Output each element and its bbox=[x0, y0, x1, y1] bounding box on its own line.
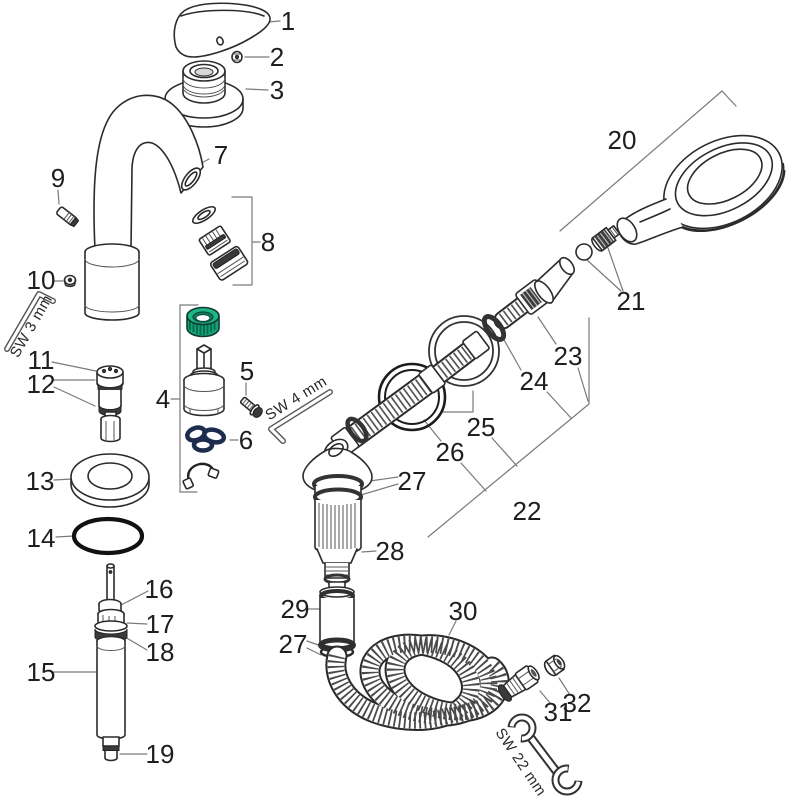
hose-end-fitting bbox=[497, 665, 540, 702]
retainer-clip bbox=[182, 462, 220, 490]
union-nut bbox=[543, 654, 566, 677]
pullout-hose bbox=[330, 256, 576, 457]
part-label-12: 12 bbox=[27, 369, 56, 399]
part-label-8: 8 bbox=[261, 227, 275, 257]
part-label-27-lower: 27 bbox=[279, 629, 308, 659]
filter-and-oring bbox=[575, 224, 621, 261]
open-end-wrench-22mm bbox=[507, 713, 583, 796]
part-label-17: 17 bbox=[146, 609, 175, 639]
part-label-2: 2 bbox=[270, 42, 284, 72]
part-label-30: 30 bbox=[449, 596, 478, 626]
hose-o-ring-left bbox=[377, 362, 447, 432]
part-label-23: 23 bbox=[554, 341, 583, 371]
part-label-14: 14 bbox=[27, 523, 56, 553]
hand-shower bbox=[616, 134, 786, 245]
part-label-20: 20 bbox=[608, 125, 637, 155]
part-label-4: 4 bbox=[156, 384, 170, 414]
part-label-7: 7 bbox=[214, 140, 228, 170]
part-label-11: 11 bbox=[28, 345, 55, 375]
hose-cone-end bbox=[534, 256, 576, 304]
wrench-22mm-label: SW 22 mm bbox=[492, 725, 550, 799]
set-pin bbox=[56, 206, 79, 227]
part-label-28: 28 bbox=[376, 536, 405, 566]
cartridge-retainer-ring-green bbox=[186, 306, 220, 338]
allen-key-4mm bbox=[268, 389, 333, 444]
part-label-25: 25 bbox=[467, 412, 496, 442]
leader-lines bbox=[51, 20, 737, 755]
hose-nut bbox=[481, 314, 507, 342]
spout bbox=[84, 94, 204, 321]
hose-o-ring-right bbox=[428, 315, 500, 387]
part-label-1: 1 bbox=[281, 6, 295, 36]
handle-screw bbox=[231, 50, 243, 64]
part-labels: 1 2 3 7 9 10 8 4 5 6 11 12 13 14 16 17 1… bbox=[26, 6, 646, 769]
hose-funnel-connector bbox=[302, 438, 373, 591]
part-label-15: 15 bbox=[27, 657, 56, 687]
cartridge bbox=[183, 344, 225, 417]
valve-insert bbox=[96, 365, 124, 443]
part-label-16: 16 bbox=[145, 574, 174, 604]
part-label-10: 10 bbox=[27, 265, 56, 295]
part-label-3: 3 bbox=[270, 75, 284, 105]
part-label-9: 9 bbox=[51, 163, 65, 193]
part-label-29: 29 bbox=[281, 594, 310, 624]
hose-ring-bottom bbox=[345, 416, 369, 444]
part-label-5: 5 bbox=[240, 356, 254, 386]
o-ring-large bbox=[71, 516, 145, 556]
small-nut bbox=[63, 274, 77, 288]
tool-labels: SW 3 mm SW 4 mm SW 22 mm bbox=[7, 292, 550, 799]
part-label-31: 31 bbox=[544, 697, 573, 727]
part-label-24: 24 bbox=[520, 366, 549, 396]
seal-rings-navy bbox=[185, 425, 227, 453]
part-label-26: 26 bbox=[436, 437, 465, 467]
aerator-set bbox=[191, 205, 249, 281]
coiled-hose bbox=[325, 633, 510, 731]
washer-ring bbox=[70, 453, 150, 508]
part-label-22: 22 bbox=[513, 496, 542, 526]
drain-valve-assembly bbox=[94, 563, 128, 762]
fixing-screw bbox=[239, 396, 263, 418]
part-label-32: 32 bbox=[563, 688, 592, 718]
part-label-19: 19 bbox=[146, 739, 175, 769]
handle-lever bbox=[173, 2, 271, 58]
allen-key-3mm bbox=[4, 291, 56, 352]
part-label-27-upper: 27 bbox=[398, 466, 427, 496]
part-label-21: 21 bbox=[617, 286, 646, 316]
escutcheon-base bbox=[164, 60, 244, 128]
part-label-6: 6 bbox=[239, 425, 253, 455]
part-label-18: 18 bbox=[146, 637, 175, 667]
part-label-13: 13 bbox=[26, 466, 55, 496]
